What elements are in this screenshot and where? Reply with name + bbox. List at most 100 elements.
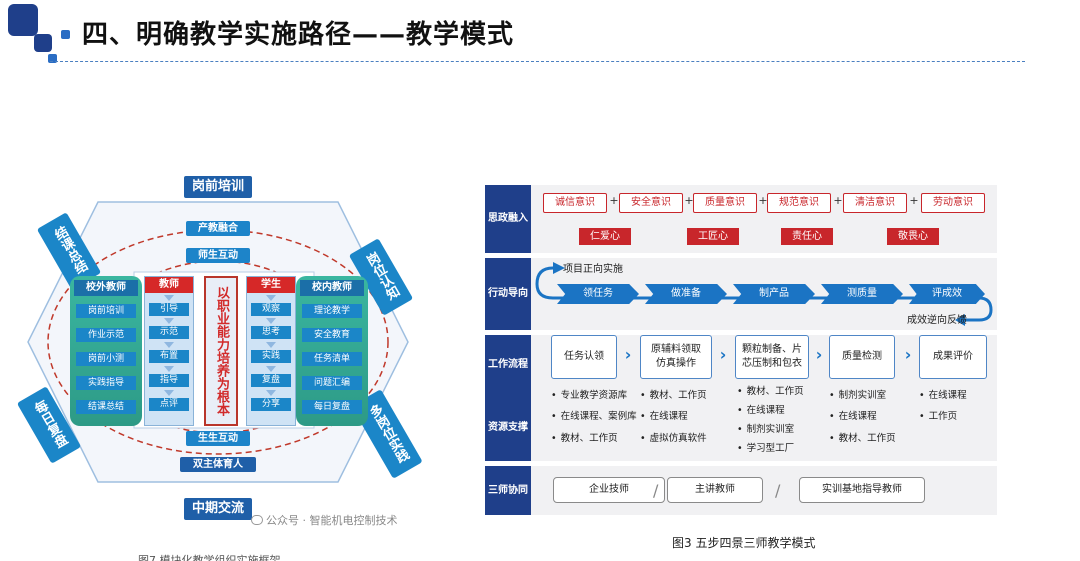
external-teacher-column: 校外教师 岗前培训 作业示范 岗前小测 实践指导 结课总结 [70,276,142,426]
list-item: 任务清单 [302,352,362,366]
resource-item: 教材、工作页 [551,433,618,445]
bottom-box-midterm-exchange: 中期交流 [184,498,252,520]
column-header: 校外教师 [74,280,138,296]
awareness-cleanliness: 清洁意识 [843,193,907,213]
resource-item: 工作页 [919,411,958,423]
plus-icon: + [758,194,768,207]
awareness-safety: 安全意识 [619,193,683,213]
awareness-labor: 劳动意识 [921,193,985,213]
plus-icon: + [684,194,694,207]
down-arrow-icon [164,318,174,324]
slash-divider: / [653,481,659,500]
list-item: 岗前小测 [76,352,136,366]
student-column: 学生 观察 思考 实践 复盘 分享 [246,276,296,426]
list-item: 结课总结 [76,400,136,414]
down-arrow-icon [266,295,276,301]
title-divider [50,61,1025,62]
action-step-4: 测质量 [821,284,903,304]
list-item: 每日复盘 [302,400,362,414]
modular-teaching-framework: 岗前培训 中期交流 产教融合 师生互动 生生互动 双主体育人 结课总结 岗位认知… [16,172,423,561]
teacher-type-enterprise: 企业技师 [553,477,665,503]
heart-craftsman: 工匠心 [687,228,739,245]
list-item: 布置 [149,350,189,363]
column-header: 校内教师 [300,280,364,296]
core-goal-box: 以职业能力培养为根本 [204,276,238,426]
action-step-3: 制产品 [733,284,815,304]
list-item: 复盘 [251,374,291,387]
resource-item: 虚拟仿真软件 [640,433,707,445]
work-step-2: 原辅料领取 仿真操作 [640,335,712,379]
figure-caption-left: 图7 模块化教学组织实施框架 [138,554,281,561]
column-header: 学生 [247,277,295,293]
list-item: 理论教学 [302,304,362,318]
awareness-integrity: 诚信意识 [543,193,607,213]
resource-item: 在线课程 [919,390,967,402]
list-item: 示范 [149,326,189,339]
list-item: 指导 [149,374,189,387]
resource-item: 在线课程 [829,411,877,423]
list-item: 实践指导 [76,376,136,390]
down-arrow-icon [266,366,276,372]
plus-icon: + [833,194,843,207]
action-step-1: 领任务 [557,284,639,304]
down-arrow-icon [266,342,276,348]
list-item: 分享 [251,398,291,411]
heart-benevolence: 仁爱心 [579,228,631,245]
awareness-quality: 质量意识 [693,193,757,213]
resource-item: 教材、工作页 [829,433,896,445]
row-label-action: 行动导向 [485,258,531,330]
row-label-ideology: 思政融入 [485,185,531,253]
down-arrow-icon [164,366,174,372]
resource-item: 专业教学资源库 [551,390,628,402]
industry-education-box: 产教融合 [186,221,250,236]
heart-responsibility: 责任心 [781,228,833,245]
top-box-pre-job-training: 岗前培训 [184,176,252,198]
work-step-3: 颗粒制备、片 芯压制和包衣 [735,335,809,379]
watermark: 公众号 · 智能机电控制技术 [251,512,398,528]
resource-item: 教材、工作页 [737,386,804,398]
list-item: 思考 [251,326,291,339]
down-arrow-icon [164,295,174,301]
resource-item: 在线课程、案例库 [551,411,637,423]
action-step-2: 做准备 [645,284,727,304]
corner-decoration-icon [8,4,70,63]
resource-item: 制剂实训室 [829,390,887,402]
down-arrow-icon [164,342,174,348]
chevron-right-icon: › [904,345,912,364]
awareness-standard: 规范意识 [767,193,831,213]
wechat-icon [251,515,263,525]
watermark-text: 公众号 · 智能机电控制技术 [266,514,398,527]
row-label-resources: 资源支撑 [485,395,531,461]
chevron-right-icon: › [624,345,632,364]
teacher-type-lead: 主讲教师 [667,477,763,503]
teacher-student-box: 师生互动 [186,248,250,263]
list-item: 引导 [149,303,189,316]
student-student-box: 生生互动 [186,431,250,446]
row-label-teachers: 三师协同 [485,466,531,515]
list-item: 问题汇编 [302,376,362,390]
dual-subject-box: 双主体育人 [180,457,256,472]
work-step-4: 质量检测 [829,335,895,379]
resource-item: 在线课程 [640,411,688,423]
down-arrow-icon [266,390,276,396]
slash-divider: / [775,481,781,500]
chevron-right-icon: › [719,345,727,364]
action-step-5: 评成效 [909,284,985,304]
teacher-type-training-base: 实训基地指导教师 [799,477,925,503]
list-item: 岗前培训 [76,304,136,318]
down-arrow-icon [266,318,276,324]
page-title: 四、明确教学实施路径——教学模式 [82,20,515,50]
column-header: 教师 [145,277,193,293]
list-item: 实践 [251,350,291,363]
reverse-label: 成效逆向反馈 [907,315,967,326]
list-item: 作业示范 [76,328,136,342]
resource-item: 教材、工作页 [640,390,707,402]
five-step-teaching-model: 思政融入 行动导向 工作流程 资源支撑 三师协同 诚信意识 + 安全意识 + 质… [485,185,997,515]
list-item: 点评 [149,398,189,411]
row-label-workflow: 工作流程 [485,335,531,395]
resource-item: 在线课程 [737,405,785,417]
list-item: 观察 [251,303,291,316]
teacher-column: 教师 引导 示范 布置 指导 点评 [144,276,194,426]
resource-item: 学习型工厂 [737,443,795,455]
